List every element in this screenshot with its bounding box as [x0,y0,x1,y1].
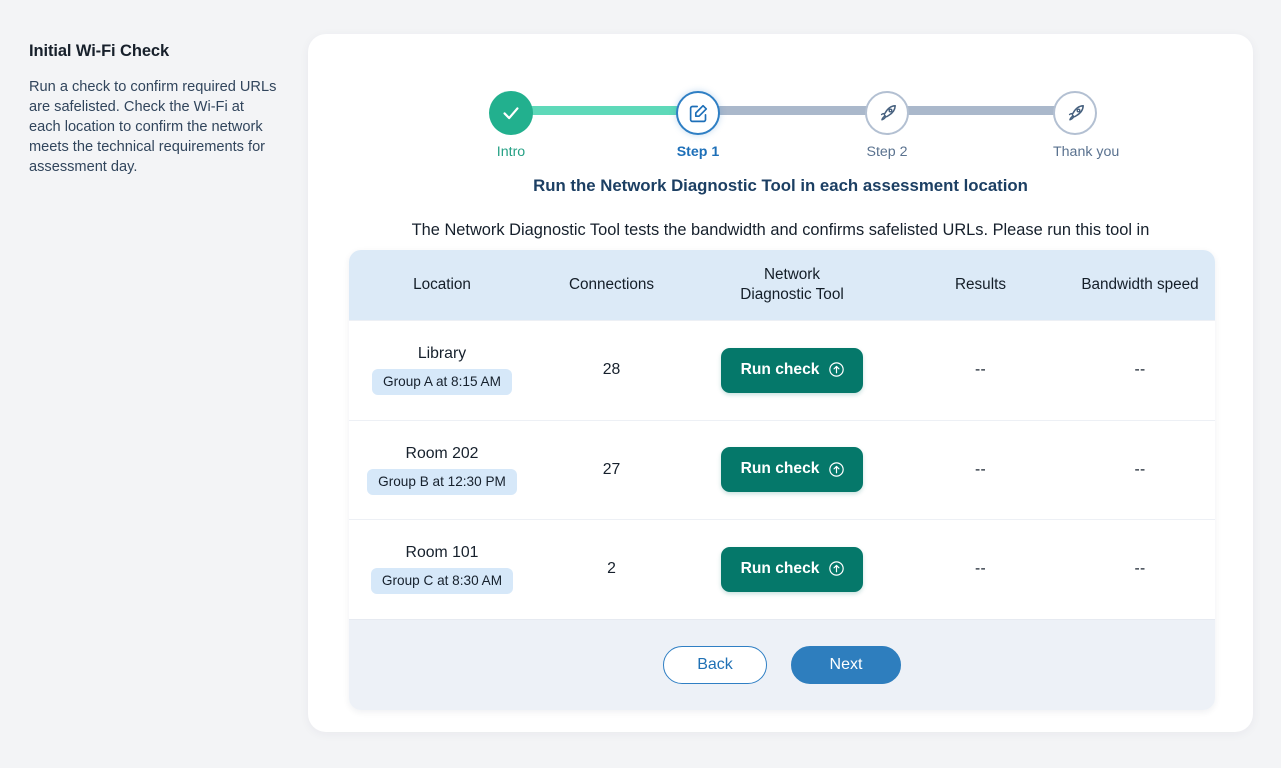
stepper-connector-pending-1 [697,106,879,115]
run-check-button[interactable]: Run check [720,447,864,493]
stepper-connector-complete [510,106,696,115]
column-header-bandwidth: Bandwidth speed [1081,276,1199,293]
column-header-tool: Network Diagnostic Tool [688,265,896,305]
stepper-circle-step-2 [865,91,909,135]
table-row: Library Group A at 8:15 AM 28 Run check [349,320,1215,420]
check-icon [503,107,519,120]
column-header-connections: Connections [568,276,655,293]
stepper-step-1[interactable]: Step 1 [676,91,720,160]
connections-cell: 28 [535,361,688,379]
location-cell: Room 101 Group C at 8:30 AM [349,544,535,595]
bandwidth-value: -- [1134,460,1146,478]
table-row: Room 101 Group C at 8:30 AM 2 Run check [349,519,1215,619]
stepper-label-intro: Intro [496,144,526,160]
bandwidth-value: -- [1134,361,1146,379]
location-schedule-badge: Group B at 12:30 PM [367,468,517,495]
results-value: -- [975,560,986,578]
table-row: Room 202 Group B at 12:30 PM 27 Run chec… [349,419,1215,519]
back-button[interactable]: Back [663,645,767,684]
column-header-tool-line1: Network [763,266,821,283]
rocket-icon [880,104,896,120]
location-name: Room 202 [405,444,479,462]
location-name: Library [417,345,467,363]
arrow-up-circle-icon [828,361,845,378]
results-cell: -- [896,361,1065,379]
tool-cell: Run check [688,447,896,493]
tool-cell: Run check [688,347,896,393]
run-check-label: Run check [740,360,820,378]
bandwidth-cell: -- [1065,361,1215,379]
connections-value: 28 [602,361,621,379]
stepper-label-step-2: Step 2 [866,144,908,160]
results-value: -- [975,460,986,478]
results-cell: -- [896,461,1065,479]
stepper-label-thank-you: Thank you [1053,144,1120,160]
column-header-results: Results [954,276,1006,293]
table-header-row: Location Connections Network Diagnostic … [349,250,1215,320]
results-value: -- [975,361,986,379]
location-name: Room 101 [405,544,479,562]
bandwidth-cell: -- [1065,560,1215,578]
location-schedule-badge: Group C at 8:30 AM [370,568,514,595]
connections-cell: 2 [535,560,688,578]
stepper-circle-thank-you [1053,91,1097,135]
next-button[interactable]: Next [791,645,901,684]
rocket-icon [1068,104,1084,120]
stepper-circle-intro [489,91,533,135]
location-cell: Library Group A at 8:15 AM [349,345,535,396]
arrow-up-circle-icon [828,560,845,577]
diagnostic-table-panel: Location Connections Network Diagnostic … [349,250,1215,710]
connections-value: 27 [602,460,621,478]
main-card: Intro Step 1 [308,34,1253,732]
stepper-circle-step-1 [676,91,720,135]
column-header-location: Location [413,276,471,293]
location-cell: Room 202 Group B at 12:30 PM [349,445,535,495]
location-schedule-badge: Group A at 8:15 AM [372,369,512,396]
connections-value: 2 [607,560,616,578]
arrow-up-circle-icon [828,461,845,478]
connections-cell: 27 [535,461,688,479]
run-check-button[interactable]: Run check [720,546,864,592]
run-check-button[interactable]: Run check [720,347,864,393]
page-title: Run the Network Diagnostic Tool in each … [533,176,1028,195]
bandwidth-cell: -- [1065,461,1215,479]
tool-cell: Run check [688,546,896,592]
stepper-label-step-1: Step 1 [676,144,720,160]
wizard-footer: Back Next [349,618,1215,710]
sidebar-title: Initial Wi-Fi Check [29,42,170,60]
run-check-label: Run check [740,460,820,478]
stepper-step-2[interactable]: Step 2 [865,91,909,160]
stepper-step-thank-you[interactable]: Thank you [1053,91,1120,160]
edit-pencil-icon [689,104,707,122]
bandwidth-value: -- [1134,560,1146,578]
sidebar-description: Run a check to confirm required URLs are… [29,79,277,176]
run-check-label: Run check [740,559,820,577]
sidebar: Initial Wi-Fi Check Run a check to confi… [29,42,277,177]
progress-stepper: Intro Step 1 [308,55,1253,160]
stepper-step-intro[interactable]: Intro [489,91,533,160]
column-header-tool-line2: Diagnostic Tool [740,286,844,303]
results-cell: -- [896,560,1065,578]
stepper-connector-pending-2 [878,106,1060,115]
